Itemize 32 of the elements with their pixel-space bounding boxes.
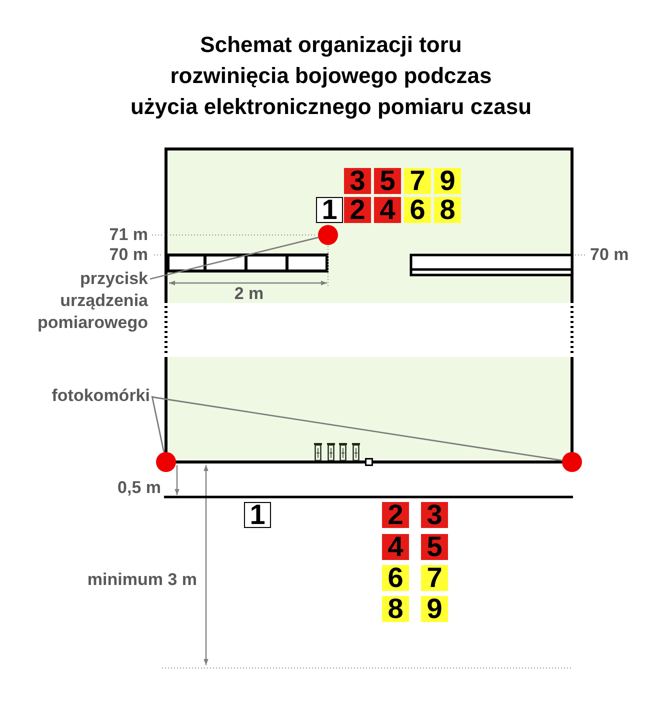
dimension-label: 70 m <box>109 245 148 265</box>
number-card: 8 <box>382 596 409 622</box>
number-card: 1 <box>244 502 271 528</box>
number-card: 3 <box>344 168 371 194</box>
number-card: 5 <box>421 534 448 560</box>
number-card: 7 <box>421 565 448 591</box>
number-card: 5 <box>374 168 401 194</box>
number-card: 6 <box>404 197 431 223</box>
number-card: 3 <box>421 502 448 528</box>
photocell-marker <box>156 452 176 472</box>
callout-label: przycisk urządzenia pomiarowego <box>32 268 150 334</box>
number-card: 8 <box>434 197 461 223</box>
photocell-marker <box>562 452 582 472</box>
dimension-label: 0,5 m <box>118 478 161 498</box>
diagram-title: Schemat organizacji toru rozwinięcia bojowego podczas użycia elektronicznego pomiaru czasu <box>129 31 533 121</box>
dimension-label: 2 m <box>234 284 264 304</box>
leader-line <box>152 396 562 462</box>
number-card: 9 <box>434 168 461 194</box>
number-card: 1 <box>316 197 343 223</box>
number-card: 7 <box>404 168 431 194</box>
dimension-label: 70 m <box>590 245 629 265</box>
callout-label: fotokomórki <box>44 385 152 407</box>
number-card: 2 <box>382 502 409 528</box>
number-card: 2 <box>344 197 371 223</box>
dimension-label: 71 m <box>109 225 148 245</box>
dimension-label: minimum 3 m <box>87 570 197 590</box>
number-card: 9 <box>421 596 448 622</box>
number-card: 6 <box>382 565 409 591</box>
number-card: 4 <box>382 534 409 560</box>
number-card: 4 <box>374 197 401 223</box>
leader-line <box>150 236 318 280</box>
leader-line <box>151 396 165 452</box>
